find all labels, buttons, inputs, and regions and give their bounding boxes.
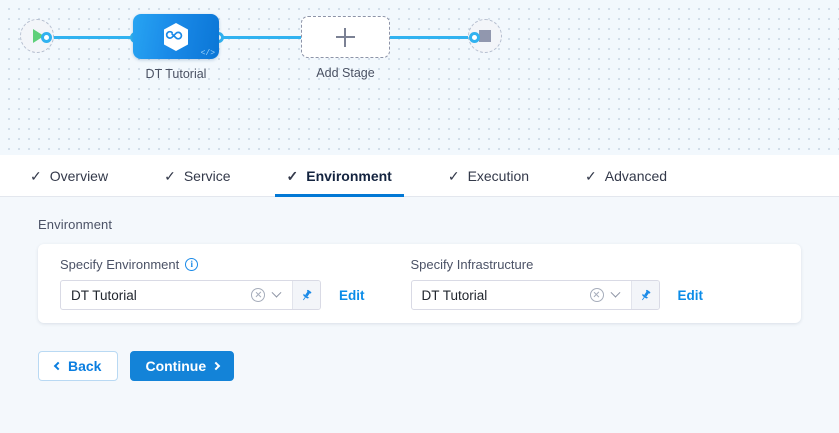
tab-label: Service xyxy=(183,167,231,184)
clear-icon[interactable] xyxy=(251,288,265,302)
stage-node-label: DT Tutorial xyxy=(145,67,207,81)
environment-pin-button[interactable] xyxy=(292,281,320,309)
pipeline-edge xyxy=(46,36,135,39)
specify-infrastructure-label: Specify Infrastructure xyxy=(411,257,704,272)
check-icon: ✓ xyxy=(164,167,176,184)
environment-edit-link[interactable]: Edit xyxy=(339,287,365,303)
tab-service[interactable]: ✓ Service xyxy=(152,155,242,197)
pipeline-edge xyxy=(218,36,305,39)
code-icon: </> xyxy=(200,49,215,58)
chevron-left-icon xyxy=(53,361,63,371)
play-icon xyxy=(33,29,44,43)
stage-tabs: ✓ Overview ✓ Service ✓ Environment ✓ Exe… xyxy=(0,155,839,197)
environment-panel: Environment Specify Environment i DT Tut… xyxy=(0,197,839,433)
chevron-right-icon xyxy=(211,361,221,371)
stop-icon xyxy=(479,30,491,42)
add-stage-button[interactable] xyxy=(301,16,390,58)
plus-icon xyxy=(336,27,355,47)
stage-node-dt-tutorial[interactable]: </> xyxy=(133,14,219,59)
pipeline-edge xyxy=(390,36,474,39)
tab-label: Advanced xyxy=(604,167,668,184)
tab-advanced[interactable]: ✓ Advanced xyxy=(573,155,679,197)
specify-infrastructure-group: Specify Infrastructure DT Tutorial xyxy=(410,257,704,310)
connector-dot[interactable] xyxy=(41,32,52,43)
continue-button-label: Continue xyxy=(145,358,207,374)
tab-label: Overview xyxy=(49,167,109,184)
tab-label: Execution xyxy=(467,167,530,184)
info-icon[interactable]: i xyxy=(185,258,199,271)
back-button[interactable]: Back xyxy=(38,351,119,381)
specify-infrastructure-row: DT Tutorial Edi xyxy=(410,280,704,310)
field-label-text: Specify Infrastructure xyxy=(410,257,534,272)
infrastructure-pin-button[interactable] xyxy=(630,281,659,309)
check-icon: ✓ xyxy=(30,167,42,184)
harness-hexagon-icon xyxy=(164,22,188,51)
infrastructure-edit-link[interactable]: Edit xyxy=(677,287,704,303)
environment-card: Specify Environment i DT Tutorial xyxy=(38,244,801,323)
tab-overview[interactable]: ✓ Overview xyxy=(18,155,120,197)
chevron-down-icon[interactable] xyxy=(271,287,282,298)
tab-environment[interactable]: ✓ Environment xyxy=(274,155,405,197)
environment-value: DT Tutorial xyxy=(71,287,137,303)
form-footer: Back Continue xyxy=(38,351,801,381)
specify-environment-group: Specify Environment i DT Tutorial xyxy=(60,257,365,310)
clear-icon[interactable] xyxy=(589,288,604,302)
tab-label: Environment xyxy=(306,167,392,184)
environment-select[interactable]: DT Tutorial xyxy=(60,280,321,310)
specify-environment-row: DT Tutorial Edi xyxy=(60,280,365,310)
chevron-down-icon[interactable] xyxy=(610,287,620,298)
pin-icon xyxy=(641,289,650,300)
check-icon: ✓ xyxy=(585,167,597,184)
pipeline-canvas[interactable]: </> DT Tutorial Add Stage xyxy=(0,0,839,155)
add-stage-label: Add Stage xyxy=(316,66,375,80)
infrastructure-value: DT Tutorial xyxy=(421,287,488,303)
back-button-label: Back xyxy=(68,358,102,374)
tab-execution[interactable]: ✓ Execution xyxy=(436,155,541,197)
pin-icon xyxy=(302,289,312,300)
infrastructure-select[interactable]: DT Tutorial xyxy=(410,280,660,310)
section-title: Environment xyxy=(38,217,113,232)
check-icon: ✓ xyxy=(447,167,460,184)
field-label-text: Specify Environment xyxy=(60,257,180,272)
continue-button[interactable]: Continue xyxy=(130,351,235,381)
specify-environment-label: Specify Environment i xyxy=(60,257,365,272)
connector-dot[interactable] xyxy=(469,32,480,43)
check-icon: ✓ xyxy=(286,167,299,184)
